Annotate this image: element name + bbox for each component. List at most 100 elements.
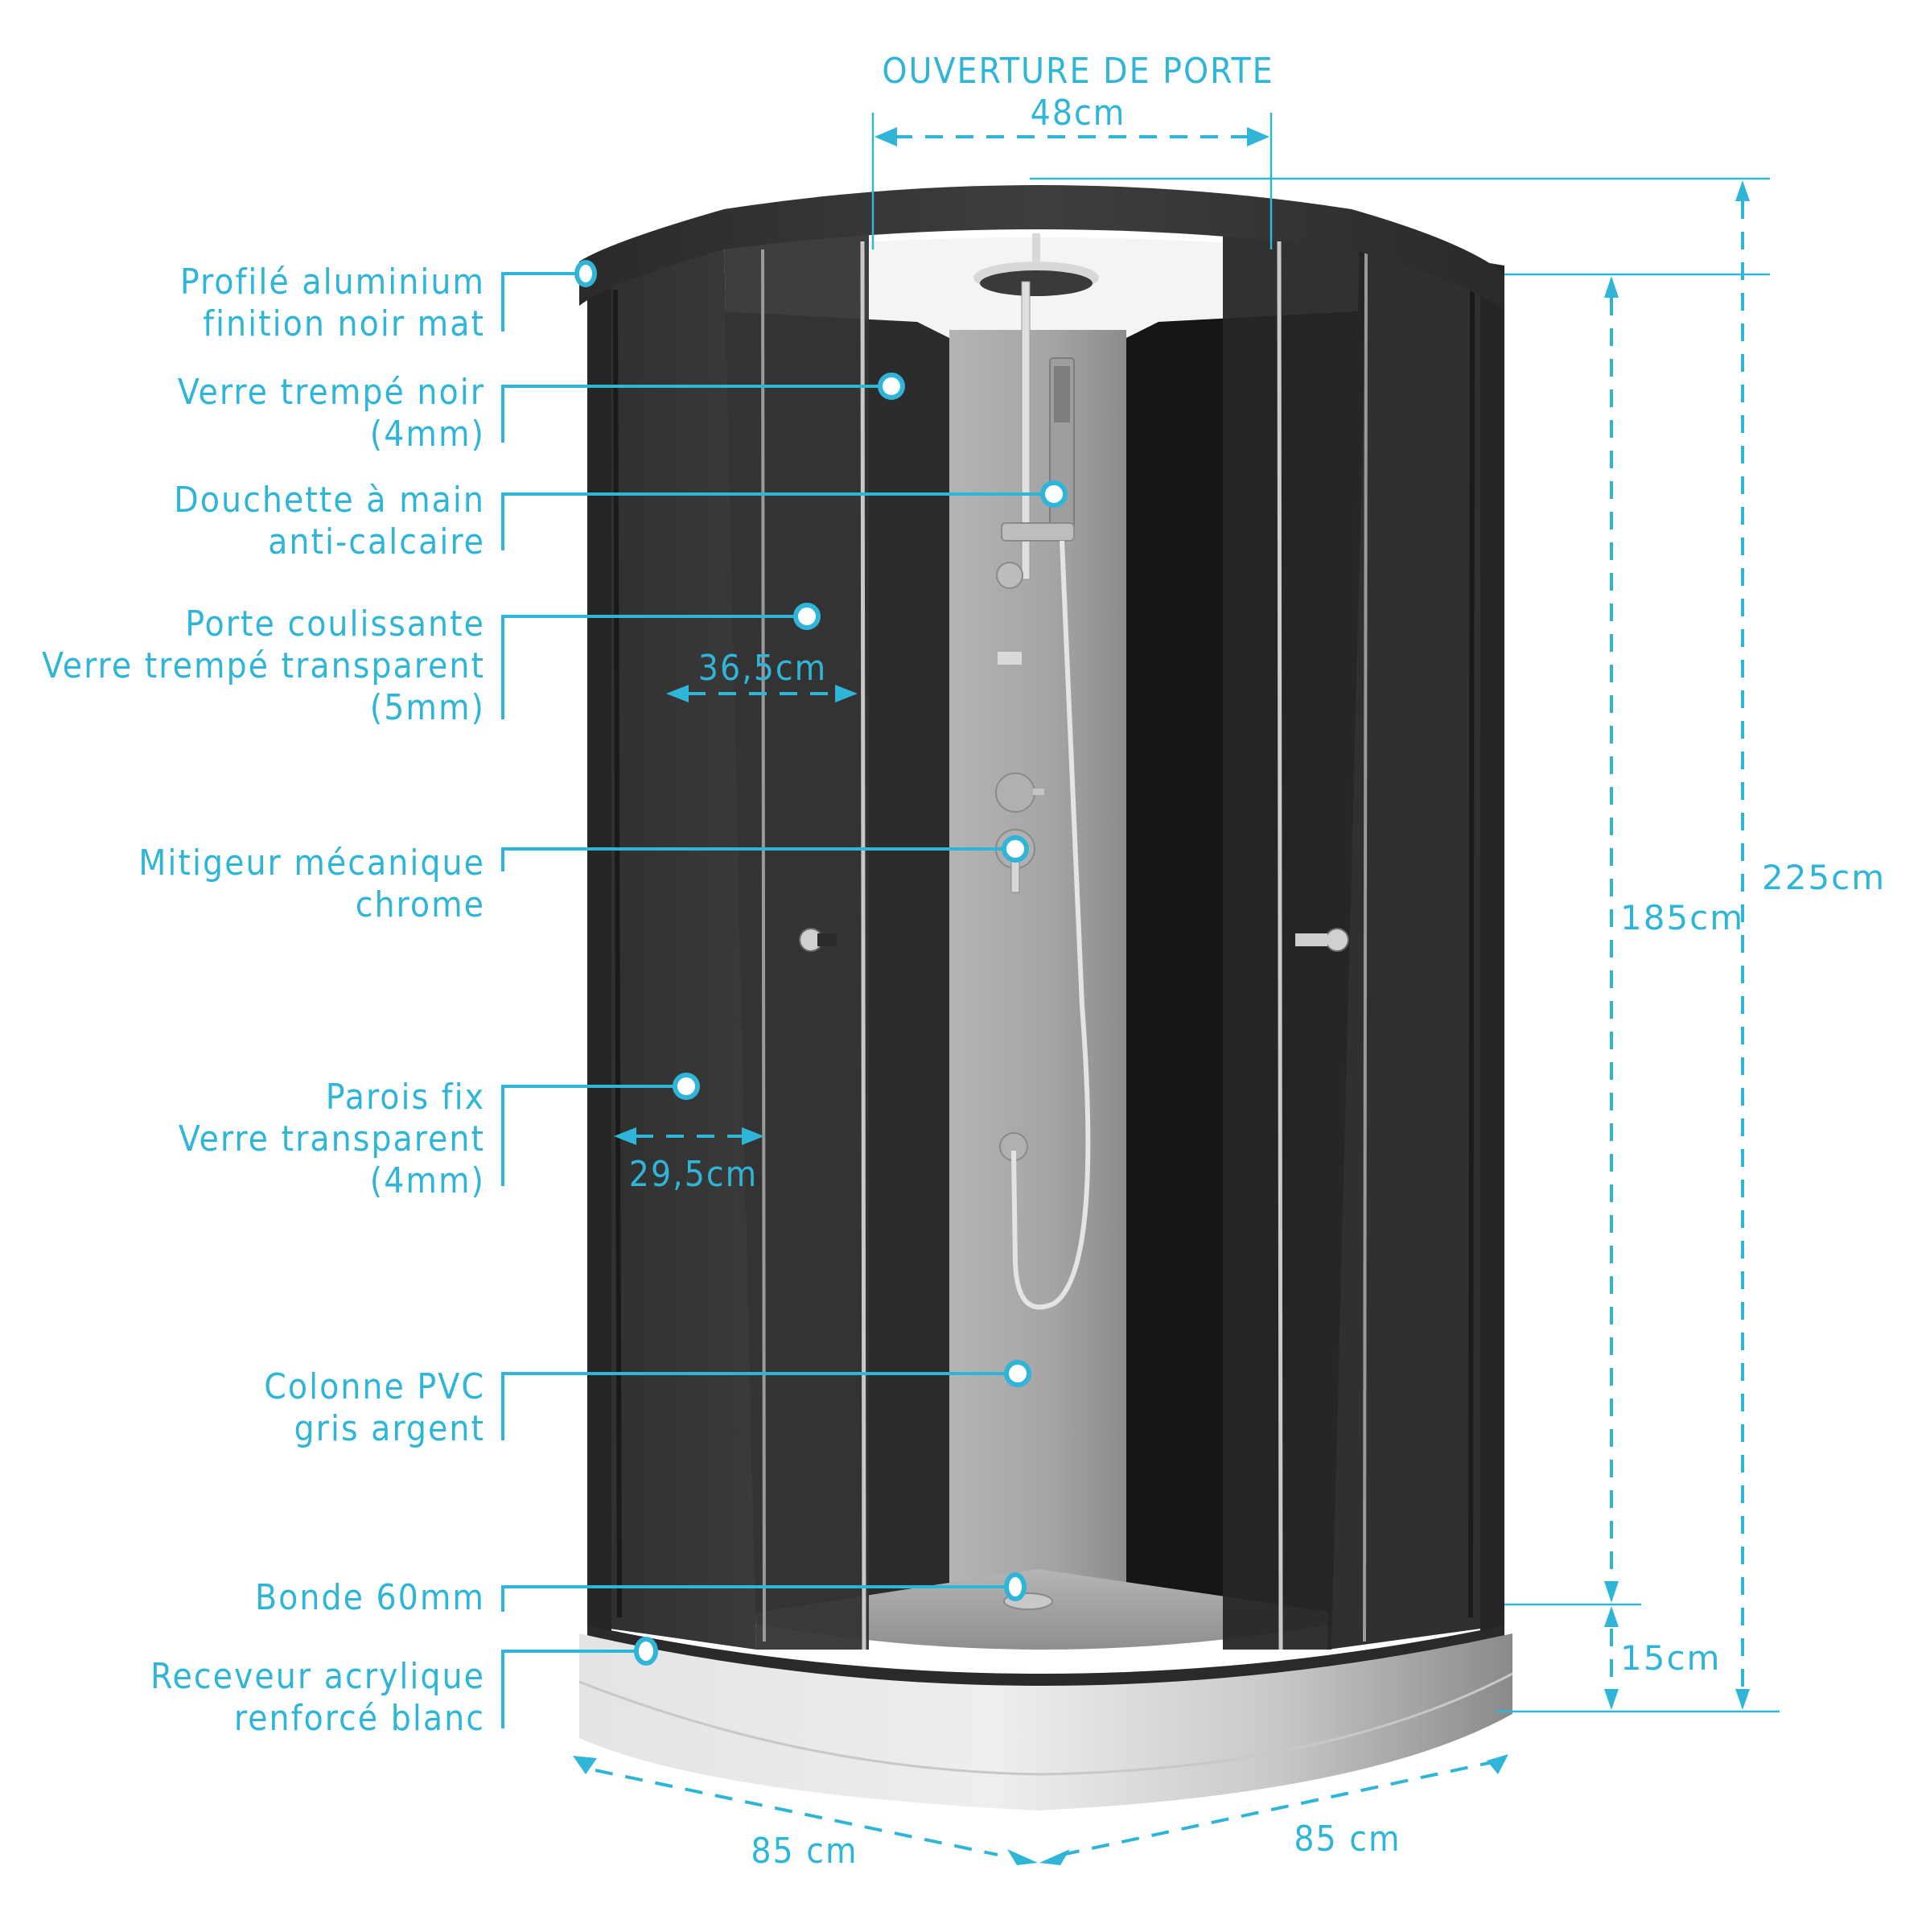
callouts: Profilé aluminium finition noir mat Verr… [42, 260, 1068, 1739]
left-frame-post [587, 266, 611, 1633]
callout-text: Douchette à main [174, 480, 485, 521]
right-fixed-panel [1327, 241, 1504, 1650]
callout-drain: Bonde 60mm [255, 1572, 1027, 1618]
arrow-right-icon [835, 685, 858, 702]
shower-hose [1011, 540, 1091, 1310]
arrow-left-icon [573, 1756, 597, 1774]
arrow-left-icon [614, 1127, 636, 1145]
left-sliding-door [724, 233, 869, 1650]
callout-text: Verre trempé transparent [42, 645, 485, 686]
marker-dot-icon [1002, 835, 1029, 863]
arrow-down-icon [1039, 1849, 1070, 1865]
arrow-left-icon [874, 127, 897, 146]
leader-line [501, 272, 579, 332]
marker-dot-icon [673, 1073, 700, 1100]
riser-bar [1021, 281, 1031, 580]
callout-text: Mitigeur mécanique [138, 842, 485, 884]
callout-sliding-door: Porte coulissante Verre trempé transpare… [42, 603, 821, 728]
callout-tray: Receveur acrylique renforcé blanc [150, 1637, 658, 1739]
marker-dot-icon [1004, 1360, 1031, 1387]
hand-shower-nozzles [1054, 366, 1070, 422]
callout-text: gris argent [294, 1408, 485, 1449]
cabin-height-label: 185cm [1620, 898, 1744, 937]
callout-hand-shower: Douchette à main anti-calcaire [174, 480, 1068, 562]
rain-shower-face [980, 270, 1093, 296]
marker-dot-icon [634, 1637, 658, 1666]
diverter-knob [995, 772, 1035, 813]
callout-frame-profile: Profilé aluminium finition noir mat [180, 260, 597, 344]
left-handle-base [817, 933, 837, 946]
right-handle-bar [1295, 933, 1327, 946]
callout-text: Colonne PVC [264, 1366, 485, 1407]
arrow-right-icon [1247, 127, 1270, 146]
right-frame-post [1480, 266, 1504, 1633]
fixed-panel-width-label: 29,5cm [629, 1154, 758, 1195]
callout-text: Receveur acrylique [150, 1656, 485, 1697]
left-door-edge-2 [860, 241, 866, 1650]
leader-line [501, 1372, 1010, 1440]
arrow-up-icon [1604, 1606, 1619, 1627]
shower-arm [1032, 233, 1040, 266]
depth-left-label: 85 cm [751, 1831, 858, 1872]
depth-right-label: 85 cm [1294, 1819, 1401, 1860]
right-panel-edge [1468, 289, 1475, 1618]
callout-text: Verre trempé noir [178, 372, 485, 413]
arrow-down-icon [1604, 1581, 1619, 1603]
footprint-dimensions: 85 cm 85 cm [573, 1754, 1508, 1872]
arrow-left-icon [666, 685, 689, 702]
arrow-up-icon [1735, 180, 1750, 201]
arrow-down-icon [1604, 1689, 1619, 1710]
arrow-up-icon [1604, 276, 1619, 298]
left-panel-edge [613, 289, 622, 1618]
marker-dot-icon [1040, 480, 1068, 508]
column-badge [998, 652, 1022, 665]
door-opening-value: 48cm [1031, 93, 1126, 134]
marker-dot-icon [793, 603, 821, 630]
right-door-edge [1277, 241, 1283, 1650]
leader-line [501, 615, 800, 719]
marker-dot-icon [574, 260, 597, 287]
callout-text: chrome [356, 884, 485, 925]
door-opening-dimension: OUVERTURE DE PORTE 48cm [871, 51, 1273, 249]
diverter-tab [1033, 789, 1044, 795]
callout-text: Profilé aluminium [180, 262, 485, 303]
door-width-label: 36,5cm [698, 648, 827, 689]
leader-line [501, 385, 885, 443]
leader-line [501, 847, 1007, 871]
leader-line [501, 1650, 640, 1728]
callout-text: (5mm) [370, 687, 485, 728]
callout-column: Colonne PVC gris argent [264, 1360, 1031, 1449]
arrow-down-icon [1007, 1849, 1038, 1865]
arrow-right-icon [1487, 1754, 1508, 1774]
callout-black-glass: Verre trempé noir (4mm) [178, 372, 905, 455]
right-door-handle [1325, 928, 1349, 952]
callout-mixer: Mitigeur mécanique chrome [138, 835, 1029, 925]
panel-width-dimensions: 36,5cm 29,5cm [614, 648, 858, 1195]
total-height-label: 225cm [1762, 858, 1886, 897]
callout-text: finition noir mat [203, 303, 485, 344]
depth-left-dashline [595, 1769, 998, 1856]
callout-text: Parois fix [326, 1077, 485, 1118]
marker-dot-icon [1004, 1572, 1027, 1601]
right-door-edge-2 [1363, 249, 1368, 1642]
top-aluminium-profile [579, 185, 1504, 310]
callout-text: renforcé blanc [234, 1698, 485, 1739]
height-dimensions: 225cm 185cm 15cm [1030, 177, 1886, 1713]
callout-text: (4mm) [370, 414, 485, 455]
callout-fixed-panel: Parois fix Verre transparent (4mm) [179, 1073, 700, 1201]
tray-height-label: 15cm [1620, 1638, 1721, 1678]
left-fixed-panel [587, 241, 756, 1650]
tray-lip-line [578, 1672, 1513, 1776]
bar-end-cap [996, 562, 1023, 589]
callout-text: (4mm) [370, 1160, 485, 1201]
shower-cabin-illustration [578, 185, 1513, 1810]
tray-floor [724, 1569, 1368, 1650]
slider-holder [1001, 522, 1075, 542]
marker-dot-icon [878, 373, 905, 400]
callout-text: anti-calcaire [268, 521, 485, 562]
leader-line [501, 1585, 1010, 1612]
leader-line [501, 1085, 680, 1186]
acrylic-tray [579, 1633, 1512, 1810]
callout-text: Bonde 60mm [255, 1577, 485, 1618]
